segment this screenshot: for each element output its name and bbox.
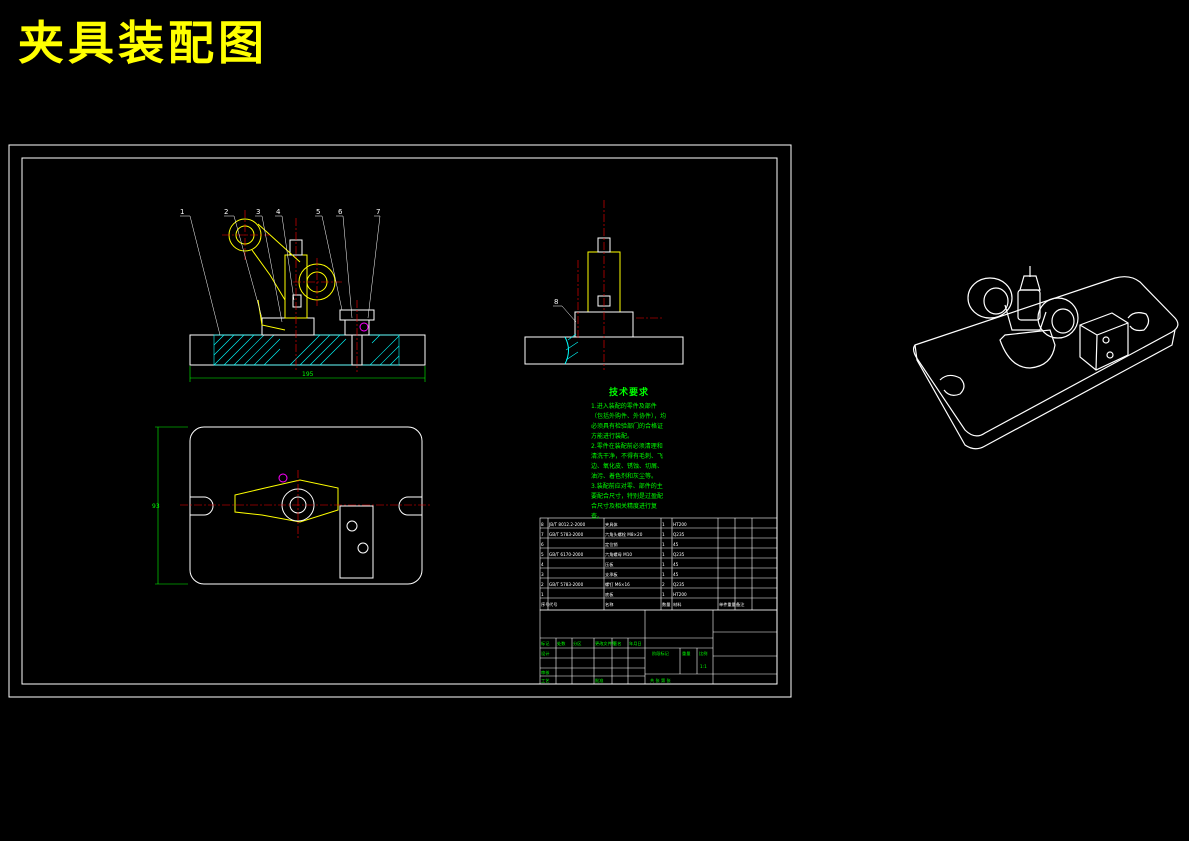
bom-cell: GB/T 5783-2000 xyxy=(549,532,584,537)
bom-cell: 压板 xyxy=(605,561,614,568)
tb-stage-label: 阶段标记 xyxy=(652,650,670,657)
inner-frame xyxy=(21,157,778,685)
balloon-2: 2 xyxy=(224,208,228,216)
tb-scale-label: 比例 xyxy=(699,650,707,657)
bom-cell: 6 xyxy=(541,542,544,547)
bom-cell: 1 xyxy=(662,532,665,537)
bom-cell: HT200 xyxy=(673,522,687,527)
bom-cell: 1 xyxy=(662,592,665,597)
bom-cell: Q235 xyxy=(673,552,685,557)
balloon-5: 5 xyxy=(316,208,320,216)
side-view: 8 xyxy=(524,200,684,370)
bom-cell: 1 xyxy=(662,542,665,547)
bom-cell: GB/T 5783-2000 xyxy=(549,582,584,587)
outer-frame xyxy=(8,144,792,698)
bom-cell: 2 xyxy=(662,582,665,587)
front-view: 195 1 2 3 4 5 6 7 xyxy=(180,208,426,382)
bom-cell: 定位销 xyxy=(605,541,618,548)
tb-weight-label: 重量 xyxy=(682,650,690,657)
bom-cell: 1 xyxy=(662,572,665,577)
drawing-title: 夹具装配图 xyxy=(18,16,268,70)
bom-cell: JB/T 8012.2-2000 xyxy=(548,522,586,527)
bom-header-cell: 数量 xyxy=(662,601,670,608)
bom-header-cell: 名称 xyxy=(605,601,613,608)
tb-label-date: 年月日 xyxy=(629,640,642,647)
tb-label-count: 处数 xyxy=(557,640,566,647)
tb-label-docno: 更改文件号 xyxy=(595,640,616,647)
isometric-view xyxy=(912,266,1179,450)
bom-cell: 1 xyxy=(662,552,665,557)
bom-cell: GB/T 6170-2000 xyxy=(549,552,584,557)
bom-cell: 45 xyxy=(673,562,679,567)
bom-cell: 夹具体 xyxy=(605,521,618,528)
bom-header-cell: 备注 xyxy=(736,601,745,608)
tb-role-approve: 批准 xyxy=(595,677,603,684)
bom-cell: 3 xyxy=(541,572,544,577)
tb-scale-value: 1:1 xyxy=(700,664,707,669)
bom-cell: 螺钉 M6×16 xyxy=(605,581,630,588)
technical-note-2: 2.零件在装配前必须清理和清洗干净，不得有毛刺、飞边、氧化皮、锈蚀、切屑、油污、… xyxy=(591,443,664,480)
top-height-dimension: 93 xyxy=(152,503,160,510)
balloon-8: 8 xyxy=(554,298,558,306)
bom-cell: 45 xyxy=(673,572,679,577)
bom-cell: 支承板 xyxy=(605,571,618,578)
bom-cell: 六角头螺栓 M8×20 xyxy=(605,531,643,538)
bom-cell: 1 xyxy=(662,562,665,567)
bom-cell: 7 xyxy=(541,532,544,537)
bom-header-cell: 单件重量 xyxy=(719,601,736,608)
title-block-text: 标记 处数 分区 更改文件号 签名 年月日 设计 审核 工艺 批准 阶段标记 重… xyxy=(541,640,707,684)
bom-header-cell: 材料 xyxy=(673,601,682,608)
technical-notes: 技术要求 1.进入装配的零件及部件（包括外购件、外协件），均必须具有检验部门的合… xyxy=(591,388,667,522)
bom-cell: Q235 xyxy=(673,532,685,537)
tb-label-mark: 标记 xyxy=(541,640,550,647)
balloon-4: 4 xyxy=(276,208,281,216)
balloon-7: 7 xyxy=(376,208,380,216)
top-view: 93 xyxy=(152,426,432,585)
tb-sheet-text: 共 张 第 张 xyxy=(650,677,672,684)
technical-notes-heading: 技术要求 xyxy=(608,388,649,398)
bom-cell: 六角螺母 M10 xyxy=(605,551,632,558)
technical-note-1: 1.进入装配的零件及部件（包括外购件、外协件），均必须具有检验部门的合格证方能进… xyxy=(591,403,667,440)
bom-header-cell: 序号 xyxy=(541,601,549,608)
bom-cell: 45 xyxy=(673,542,679,547)
balloon-1: 1 xyxy=(180,208,184,216)
bom-table xyxy=(539,517,778,611)
bom-cell: 8 xyxy=(541,522,544,527)
tb-role-review: 审核 xyxy=(541,669,550,676)
section-hatch xyxy=(213,334,400,366)
tb-label-sign: 签名 xyxy=(613,640,621,647)
bom-header-cell: 代号 xyxy=(549,601,557,608)
bom-cell: HT200 xyxy=(673,592,687,597)
balloon-6: 6 xyxy=(338,208,343,216)
title-block xyxy=(539,609,778,685)
bom-cell: Q235 xyxy=(673,582,685,587)
bom-cell: 2 xyxy=(541,582,544,587)
bom-cell: 1 xyxy=(662,522,665,527)
tb-role-design: 设计 xyxy=(541,650,549,657)
bom-cell: 5 xyxy=(541,552,544,557)
balloon-3: 3 xyxy=(256,208,260,216)
bom-cell: 底板 xyxy=(605,591,614,598)
bom-cell: 1 xyxy=(541,592,544,597)
front-width-dimension: 195 xyxy=(302,371,314,378)
tb-role-process: 工艺 xyxy=(541,678,549,683)
technical-note-3: 3.装配前应对零、部件的主要配合尺寸，特别是过盈配合尺寸及相关精度进行复查。 xyxy=(591,483,664,520)
bom-cell: 4 xyxy=(541,562,544,567)
tb-label-zone: 分区 xyxy=(573,640,581,647)
